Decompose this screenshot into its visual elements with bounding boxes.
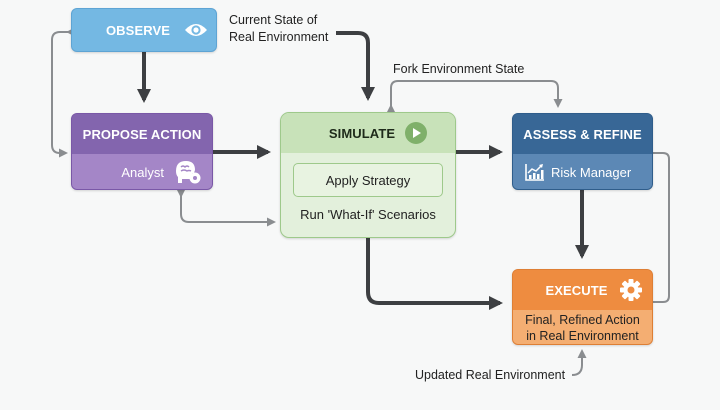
node-observe-header: OBSERVE: [72, 9, 216, 51]
node-propose-action[interactable]: PROPOSE ACTION Analyst: [71, 113, 213, 190]
arrow-current-state-to-simulate: [336, 31, 375, 101]
node-simulate-header: SIMULATE: [281, 113, 455, 153]
node-propose-title: PROPOSE ACTION: [82, 126, 202, 142]
apply-strategy-label: Apply Strategy: [325, 172, 411, 188]
arrow-propose-to-observe-loop: [51, 27, 75, 158]
node-simulate-title: SIMULATE: [328, 125, 396, 141]
node-assess-title: ASSESS & REFINE: [523, 126, 642, 142]
arrow-updated-to-execute: [571, 349, 587, 376]
arrow-execute-to-assess-loop: [653, 152, 670, 303]
apply-strategy-step[interactable]: Apply Strategy: [293, 163, 443, 197]
brain-gear-icon: [172, 159, 202, 185]
play-icon: [405, 122, 428, 144]
node-propose-role-row: Analyst: [72, 154, 212, 189]
what-if-scenarios-label: Run 'What-If' Scenarios: [300, 206, 436, 222]
chart-growth-icon: [525, 163, 545, 181]
node-assess-role: Risk Manager: [551, 164, 632, 180]
current-state-label-line2: Real Environment: [229, 30, 329, 44]
node-propose-role: Analyst: [121, 164, 164, 180]
node-propose-header: PROPOSE ACTION: [72, 114, 212, 154]
arrow-simulate-to-propose-loop: [176, 189, 276, 227]
eye-icon: [184, 22, 208, 38]
node-execute-title: EXECUTE: [545, 282, 608, 298]
fork-environment-label: Fork Environment State: [393, 62, 525, 76]
current-state-label: Current State of Real Environment: [229, 12, 328, 46]
arrow-simulate-to-execute: [366, 238, 503, 310]
node-assess-role-row: Risk Manager: [513, 154, 652, 189]
node-execute[interactable]: EXECUTE: [512, 269, 653, 345]
node-simulate[interactable]: SIMULATE Apply Strategy Run 'What-If' Sc…: [280, 112, 456, 238]
updated-environment-label: Updated Real Environment: [415, 368, 566, 382]
node-execute-detail-line1: Final, Refined Action: [525, 312, 640, 327]
node-execute-header: EXECUTE: [513, 270, 652, 310]
current-state-label-line1: Current State of: [229, 13, 318, 27]
gear-icon: [619, 279, 642, 301]
node-observe-title: OBSERVE: [105, 22, 171, 38]
node-assess-header: ASSESS & REFINE: [513, 114, 652, 154]
arrow-fork-environment-state: [386, 80, 563, 113]
node-observe[interactable]: OBSERVE: [71, 8, 217, 52]
node-assess-refine[interactable]: ASSESS & REFINE Risk Manager: [512, 113, 653, 190]
node-execute-detail: Final, Refined Action in Real Environmen…: [513, 310, 652, 344]
node-execute-detail-line2: in Real Environment: [526, 328, 639, 343]
